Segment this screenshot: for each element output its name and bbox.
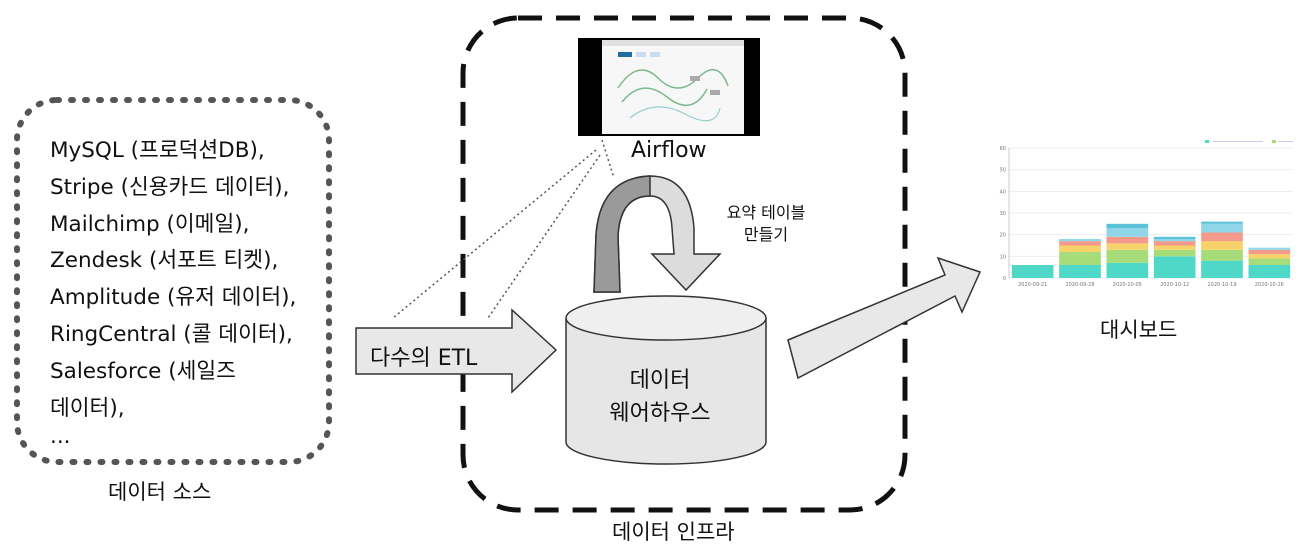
source-item: MySQL (프로덕션DB), xyxy=(50,138,265,163)
data-infra-box xyxy=(460,15,908,513)
bar-segment xyxy=(1059,265,1101,278)
y-tick-label: 60 xyxy=(1000,146,1006,152)
source-item: 데이터), xyxy=(50,395,125,421)
dashboard-arrow xyxy=(787,256,982,380)
bar-segment xyxy=(1201,232,1243,242)
source-item: Zendesk (서포트 티켓), xyxy=(50,248,279,274)
y-tick-label: 10 xyxy=(1000,254,1006,260)
bar-segment xyxy=(1106,243,1149,250)
airflow-link-line-1 xyxy=(392,149,597,319)
data-warehouse-line-1: 데이터 xyxy=(629,368,691,393)
bar-segment xyxy=(1153,239,1196,242)
bar-segment xyxy=(1106,249,1149,263)
source-item: ... xyxy=(50,424,71,450)
bar-segment xyxy=(1106,262,1149,278)
airflow-link-line-2 xyxy=(487,154,601,319)
data-source-box xyxy=(14,97,332,465)
bar-segment xyxy=(1153,245,1196,250)
data-warehouse-cylinder xyxy=(565,295,767,465)
x-tick-label: 2020-10-19 xyxy=(1207,282,1236,288)
summary-table-label: 요약 테이블 만들기 xyxy=(716,202,816,246)
bar-segment xyxy=(1059,252,1101,265)
bar-segment xyxy=(1201,241,1243,250)
legend-text-line xyxy=(1213,141,1263,142)
bar-segment xyxy=(1153,236,1196,239)
bar-segment xyxy=(1248,249,1291,255)
legend-text-line xyxy=(1279,141,1293,142)
bar-segment xyxy=(1059,239,1101,242)
bar-segment xyxy=(1248,258,1291,265)
data-source-list: MySQL (프로덕션DB), Stripe (신용카드 데이터), Mailc… xyxy=(50,133,340,450)
bar-segment xyxy=(1153,241,1196,246)
dashboard-caption: 대시보드 xyxy=(1100,318,1178,342)
x-tick-label: 2020-09-21 xyxy=(1018,282,1047,288)
data-warehouse-line-2: 웨어하우스 xyxy=(609,401,711,426)
source-item: Mailchimp (이메일), xyxy=(50,211,250,237)
bar-segment xyxy=(1201,249,1243,261)
bar-segment xyxy=(1153,256,1196,278)
y-tick-label: 40 xyxy=(1000,189,1006,195)
y-tick-label: 50 xyxy=(1000,168,1006,174)
bar-segment xyxy=(1201,260,1243,278)
x-tick-label: 2020-09-28 xyxy=(1065,282,1094,288)
airflow-screenshot xyxy=(578,38,760,136)
data-source-caption: 데이터 소스 xyxy=(108,480,212,504)
dashboard-chart: 60 50 40 30 20 10 0 2020-09-21 2020-09-28 2020-10… xyxy=(1000,140,1293,288)
summary-table-line-2: 만들기 xyxy=(743,225,789,244)
x-tick-label: 2020-10-26 xyxy=(1255,282,1284,288)
source-item: RingCentral (콜 데이터), xyxy=(50,321,293,347)
x-tick-label: 2020-10-05 xyxy=(1113,282,1142,288)
source-item: Amplitude (유저 데이터), xyxy=(50,285,297,311)
bar-segment xyxy=(1059,241,1101,246)
x-tick-label: 2020-10-12 xyxy=(1160,282,1189,288)
bar-segment xyxy=(1011,265,1054,278)
bar-segment xyxy=(1248,254,1291,259)
bar-segment xyxy=(1106,223,1149,229)
bar-segment xyxy=(1106,236,1149,244)
source-item: Salesforce (세일즈 xyxy=(50,358,236,384)
summary-curved-arrow xyxy=(593,175,722,293)
y-tick-label: 0 xyxy=(1003,276,1006,282)
legend-swatch xyxy=(1205,140,1209,143)
bar-segment xyxy=(1059,245,1101,252)
bar-segment xyxy=(1201,221,1243,224)
source-item: Stripe (신용카드 데이터), xyxy=(50,174,290,200)
bar-segment xyxy=(1248,247,1291,250)
airflow-label: Airflow xyxy=(631,138,707,163)
bar-segment xyxy=(1106,228,1149,237)
bar-segment xyxy=(1153,249,1196,257)
legend-swatch xyxy=(1272,140,1276,143)
bar-segment xyxy=(1248,265,1291,278)
summary-table-line-1: 요약 테이블 xyxy=(726,203,806,222)
bar-segment xyxy=(1201,223,1243,233)
data-warehouse-label: 데이터 웨어하우스 xyxy=(585,364,735,430)
y-tick-label: 20 xyxy=(1000,233,1006,239)
data-infra-caption: 데이터 인프라 xyxy=(612,520,735,544)
etl-label: 다수의 ETL xyxy=(370,346,478,371)
airflow-link-line-3 xyxy=(601,139,615,179)
y-tick-label: 30 xyxy=(1000,211,1006,217)
etl-arrow xyxy=(355,308,558,394)
